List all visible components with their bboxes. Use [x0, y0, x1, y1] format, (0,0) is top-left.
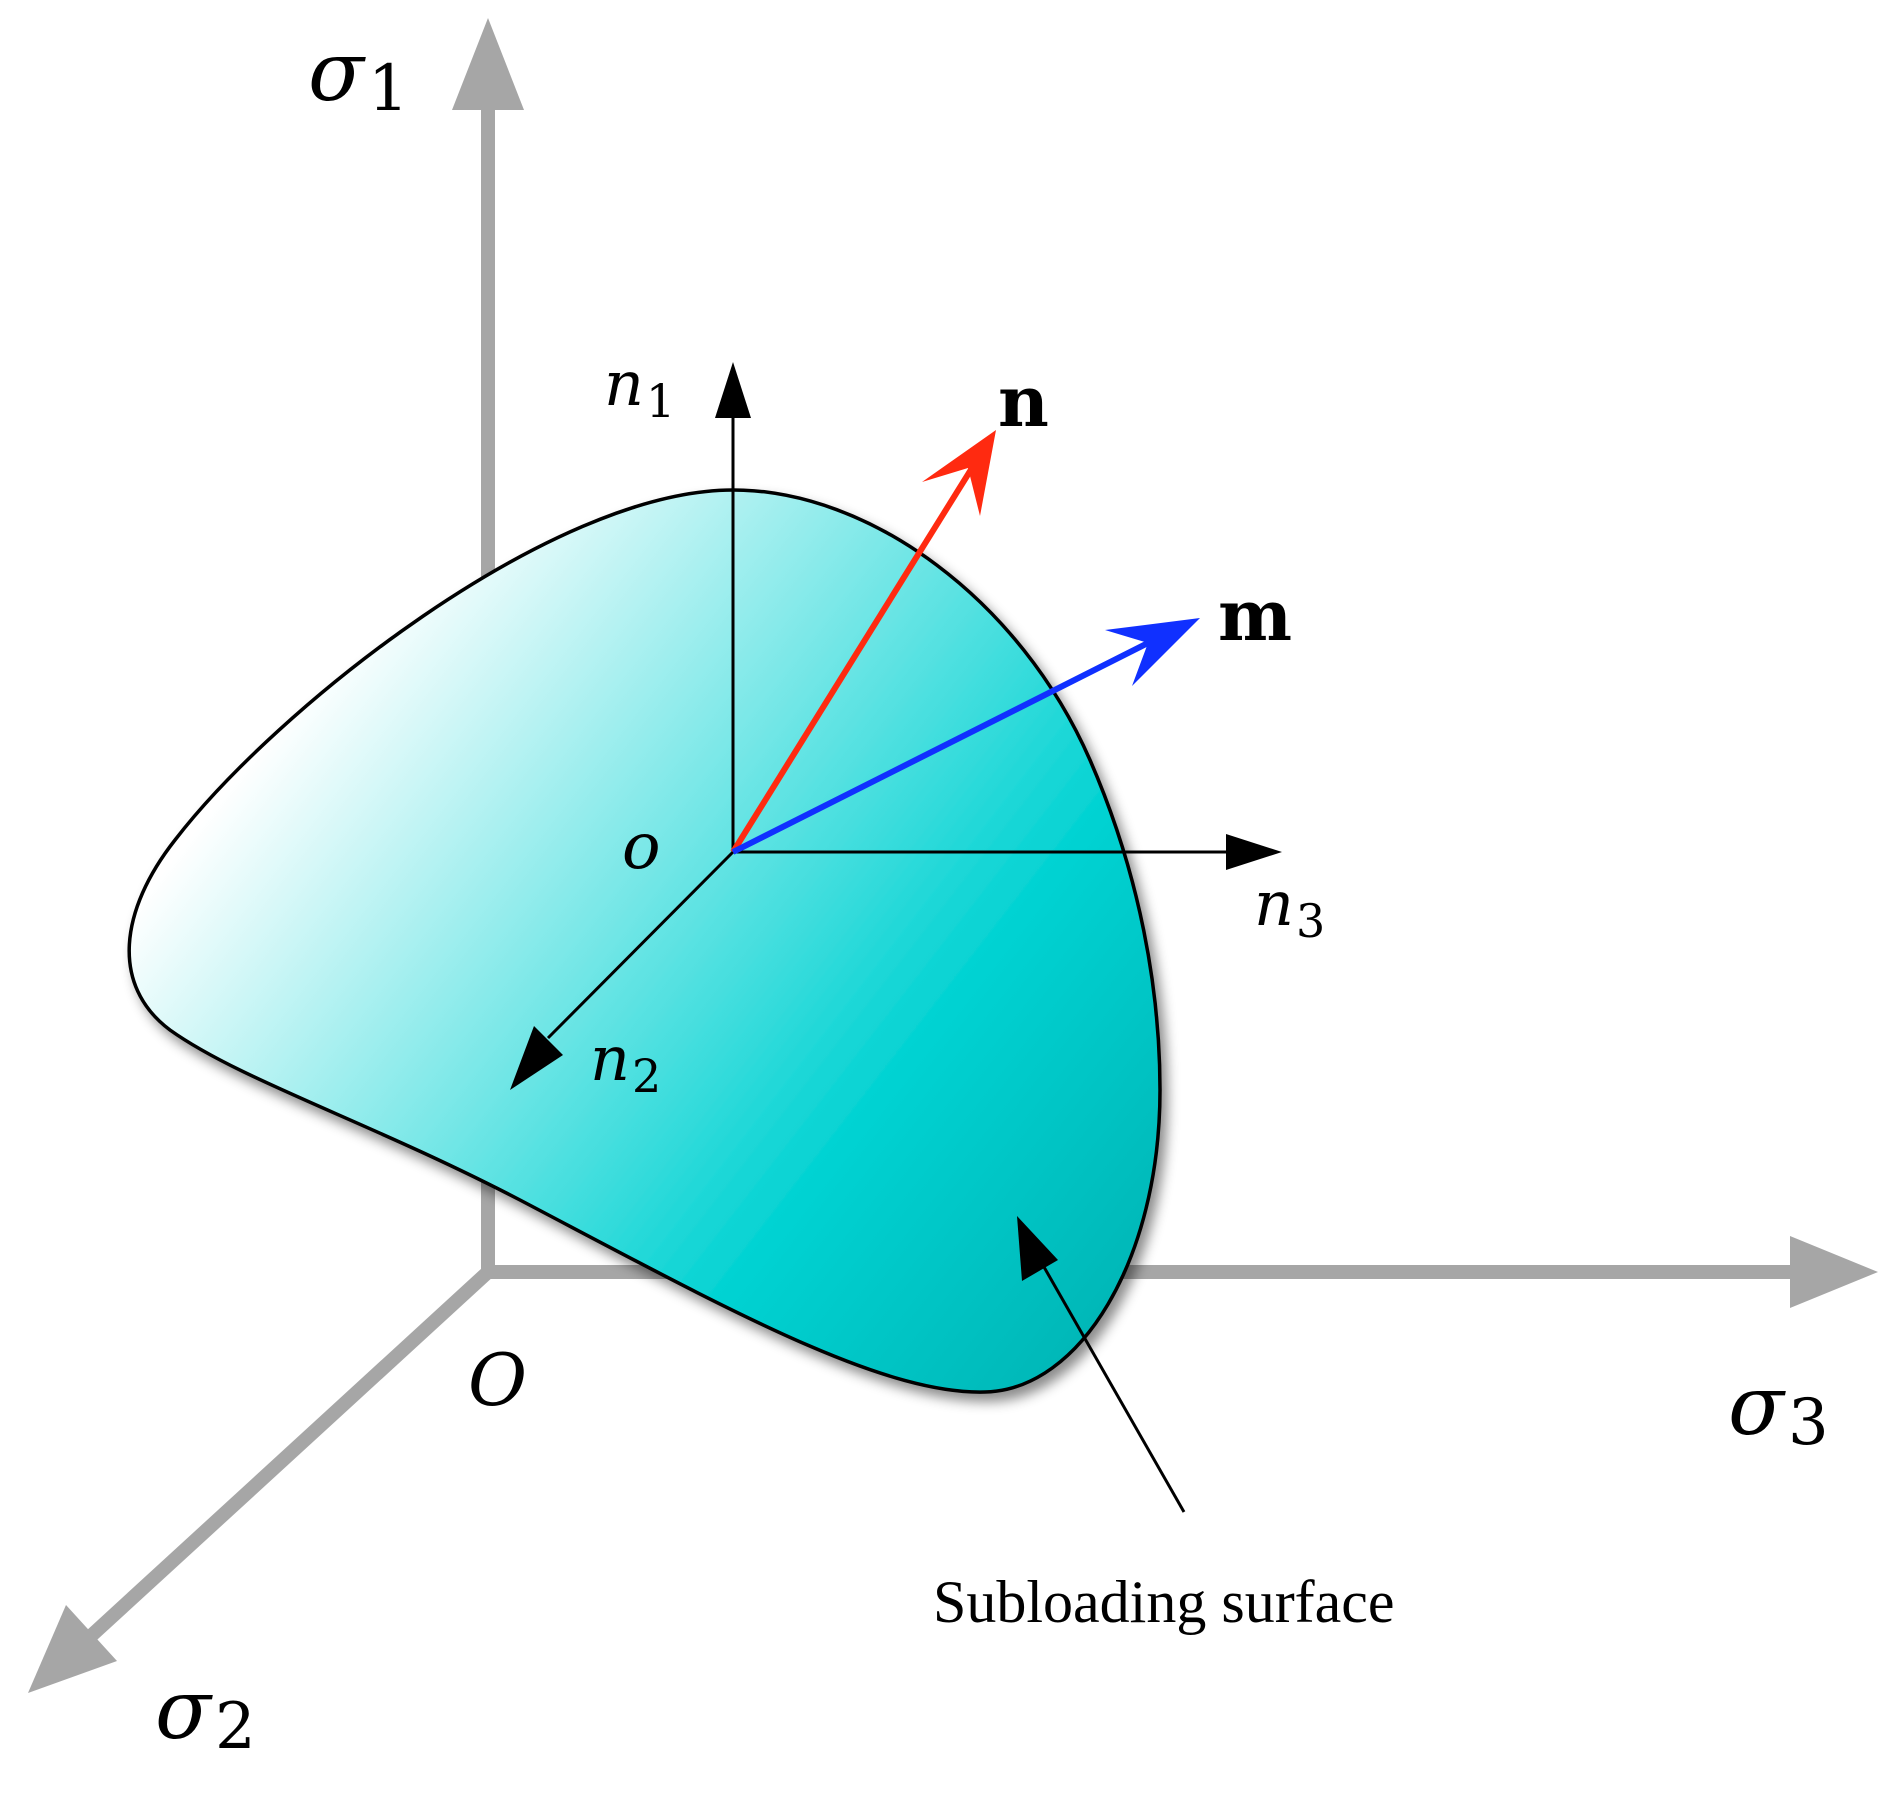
center-label: o [622, 810, 661, 884]
sigma1-arrowhead [452, 18, 524, 110]
sigma3-arrowhead [1790, 1236, 1878, 1308]
n2-label: n2 [590, 1022, 661, 1103]
n3-label: n3 [1254, 867, 1325, 948]
n1-arrowhead [715, 362, 751, 418]
vector-n-label: n [998, 360, 1049, 443]
local-axes [510, 362, 1282, 1090]
vector-m-arrowhead [1105, 618, 1200, 686]
sigma2-axis [87, 1266, 493, 1641]
vector-n-arrowhead [922, 430, 996, 516]
origin-label: O [468, 1338, 527, 1422]
n2-axis [546, 850, 735, 1040]
sigma2-label: σ2 [155, 1663, 256, 1764]
surface-leader-line [1038, 1259, 1186, 1513]
sigma2-arrowhead [28, 1605, 117, 1693]
vector-m-label: m [1218, 574, 1292, 657]
sigma1-label: σ1 [308, 25, 409, 126]
sigma3-label: σ3 [1728, 1359, 1829, 1460]
n1-label: n1 [604, 347, 675, 428]
surface-leader-arrowhead [1017, 1216, 1058, 1281]
vector-m-shaft [731, 639, 1152, 855]
n3-arrowhead [1226, 834, 1282, 870]
surface-leader [1017, 1216, 1186, 1513]
n2-arrowhead [510, 1026, 563, 1090]
vector-n [730, 430, 996, 854]
vector-m [731, 618, 1200, 855]
vector-n-shaft [730, 466, 975, 854]
subloading-surface-label: Subloading surface [933, 1569, 1395, 1635]
